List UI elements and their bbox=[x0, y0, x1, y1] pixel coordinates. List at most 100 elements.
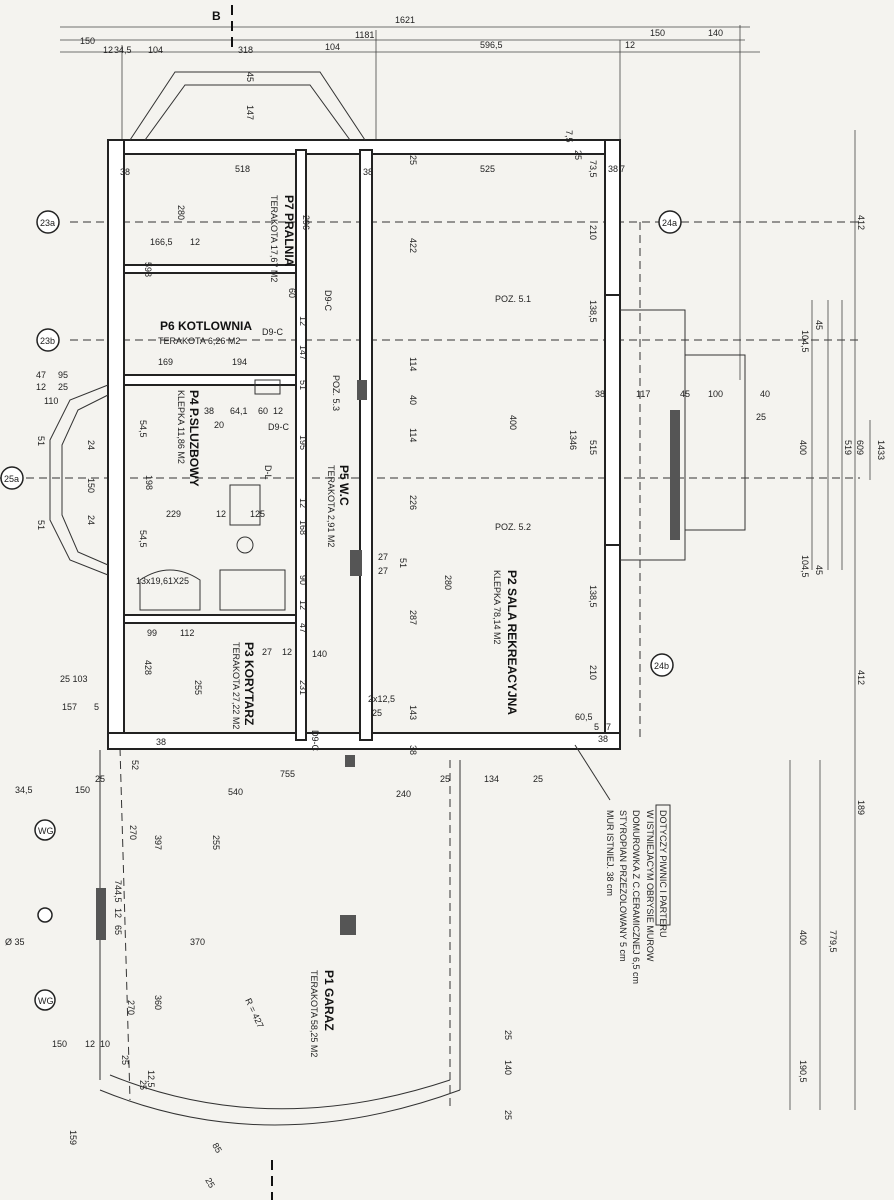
dimension-d38g: 38 bbox=[363, 167, 373, 177]
dimension-d609: 609 bbox=[855, 440, 865, 455]
dimension-d100: 100 bbox=[708, 389, 723, 399]
dimension-d412a: 412 bbox=[856, 215, 866, 230]
dimension-d779_5: 779,5 bbox=[828, 930, 838, 953]
room-p6-name: P6 KOTLOWNIA bbox=[160, 319, 252, 333]
dimension-d255b: 255 bbox=[211, 835, 221, 850]
dimension-d45a: 45 bbox=[245, 72, 255, 82]
dimension-d370: 370 bbox=[190, 937, 205, 947]
dimension-d90: 90 bbox=[298, 575, 308, 585]
dimension-d515: 515 bbox=[588, 440, 598, 455]
dimension-d231: 231 bbox=[298, 680, 308, 695]
dimension-d117: 117 bbox=[636, 389, 650, 399]
poz-5-2: POZ. 5.2 bbox=[495, 522, 531, 532]
dimension-d540: 540 bbox=[228, 787, 243, 797]
dimension-d150d: 150 bbox=[75, 785, 90, 795]
dimension-d104_5a: 104,5 bbox=[800, 330, 810, 353]
axis-23b: 23b bbox=[40, 336, 55, 346]
dimension-d518: 518 bbox=[235, 164, 250, 174]
dimension-d25h: 25 bbox=[503, 1030, 513, 1040]
dimension-d598: 598 bbox=[143, 262, 153, 277]
dimension-d114b: 114 bbox=[408, 428, 418, 442]
dimension-d73_5: 73,5 bbox=[588, 160, 598, 178]
dimension-d240: 240 bbox=[396, 789, 411, 799]
dimension-d400a: 400 bbox=[508, 415, 518, 430]
dimension-d51b: 51 bbox=[36, 436, 46, 446]
dimension-d38b: 38 bbox=[156, 737, 166, 747]
poz-5-3: POZ. 5.3 bbox=[331, 375, 341, 411]
door-label-4: D-L bbox=[263, 465, 273, 480]
dimension-d412b: 412 bbox=[856, 670, 866, 685]
dimension-d755: 755 bbox=[280, 769, 295, 779]
dimension-d27c: 27 bbox=[378, 566, 388, 576]
dimension-d12d: 12 bbox=[298, 316, 308, 326]
dim-34-5: 34,5 bbox=[114, 45, 132, 55]
dimension-d25d: 25 bbox=[533, 774, 543, 784]
dimension-d65: 65 bbox=[113, 925, 123, 935]
dimension-d198: 198 bbox=[144, 475, 154, 490]
dimension-d12k: 12 bbox=[85, 1039, 95, 1049]
dimension-d168: 168 bbox=[298, 520, 308, 535]
dimension-d195: 195 bbox=[298, 435, 308, 450]
dimension-d134: 134 bbox=[484, 774, 499, 784]
right-dimension-lines bbox=[789, 130, 871, 1110]
room-labels: P7 PRALNIA TERAKOTA 17,67 M2 P6 KOTLOWNI… bbox=[158, 195, 519, 1057]
hatched-columns bbox=[96, 380, 680, 940]
dimension-d25_103: 25 103 bbox=[60, 674, 88, 684]
dimension-d64_1: 64,1 bbox=[230, 406, 248, 416]
dimension-d54_5b: 54,5 bbox=[138, 530, 148, 548]
dimension-d25e: 25 bbox=[120, 1055, 130, 1065]
dimension-d143: 143 bbox=[408, 705, 418, 720]
dimension-d25g: 25 bbox=[203, 1176, 217, 1190]
dimension-d147a: 147 bbox=[298, 345, 308, 360]
dimension-d12c: 12 bbox=[190, 237, 200, 247]
dimension-d400c: 400 bbox=[798, 930, 808, 945]
dimension-d38c: 38 bbox=[608, 164, 618, 174]
door-label-5: D9-C bbox=[310, 730, 320, 752]
poz-5-1: POZ. 5.1 bbox=[495, 294, 531, 304]
dimension-d150e: 150 bbox=[52, 1039, 67, 1049]
dimension-d40b: 40 bbox=[760, 389, 770, 399]
dim-318: 318 bbox=[238, 45, 253, 55]
dimension-d189: 189 bbox=[856, 800, 866, 815]
room-p7-finish: TERAKOTA 17,67 M2 bbox=[269, 195, 279, 282]
dimension-d270b: 270 bbox=[126, 1000, 136, 1015]
dimension-d525: 525 bbox=[480, 164, 495, 174]
dimension-d47b: 47 bbox=[298, 623, 308, 633]
dimension-d157: 157 bbox=[62, 702, 77, 712]
dim-12-left: 12 bbox=[103, 45, 113, 55]
axis-24a: 24a bbox=[662, 218, 677, 228]
dimension-d54_5a: 54,5 bbox=[138, 420, 148, 438]
dimension-d280a: 280 bbox=[176, 205, 186, 220]
dimension-d38f: 38 bbox=[120, 167, 130, 177]
dimension-d12h: 12 bbox=[298, 600, 308, 610]
dimension-d360: 360 bbox=[153, 995, 163, 1010]
note-line-2: W ISTNIEJACYM OBRYSIE MUROW bbox=[645, 810, 655, 962]
dimension-d147b: 147 bbox=[245, 105, 255, 120]
dimension-d166_5: 166,5 bbox=[150, 237, 173, 247]
dimension-d1346: 1346 bbox=[568, 430, 578, 450]
dimension-d125: 125 bbox=[250, 509, 265, 519]
pipe-label: Ø 35 bbox=[5, 937, 25, 947]
axis-markers: 23a 23b 25a 24a 24b bbox=[0, 210, 682, 677]
dimension-d10: 10 bbox=[100, 1039, 110, 1049]
dimension-d1433: 1433 bbox=[876, 440, 886, 460]
dimension-d12j: 12 bbox=[36, 382, 46, 392]
dimension-d140c: 140 bbox=[503, 1060, 513, 1075]
note-line-3: DOMUROWKA Z C.CERAMICZNEJ 6,5 cm bbox=[631, 810, 641, 984]
dim-104b: 104 bbox=[325, 42, 340, 52]
dimension-d51c: 51 bbox=[36, 520, 46, 530]
dimension-d52: 52 bbox=[130, 760, 140, 770]
note-line-4: STYROPIAN PRZEZOLOWANY 5 cm bbox=[618, 810, 628, 962]
dimension-d5: 5 bbox=[94, 702, 99, 712]
dimension-d25f: 25 bbox=[138, 1080, 148, 1090]
dimension-d25k: 25 bbox=[573, 150, 583, 160]
dim-140: 140 bbox=[708, 28, 723, 38]
dimension-d24a: 24 bbox=[86, 440, 96, 450]
dimension-d40: 40 bbox=[408, 395, 418, 405]
axis-23a: 23a bbox=[40, 218, 55, 228]
dimension-d210a: 210 bbox=[588, 225, 598, 240]
dimension-d422: 422 bbox=[408, 238, 418, 253]
dimension-d51: 51 bbox=[298, 380, 308, 390]
